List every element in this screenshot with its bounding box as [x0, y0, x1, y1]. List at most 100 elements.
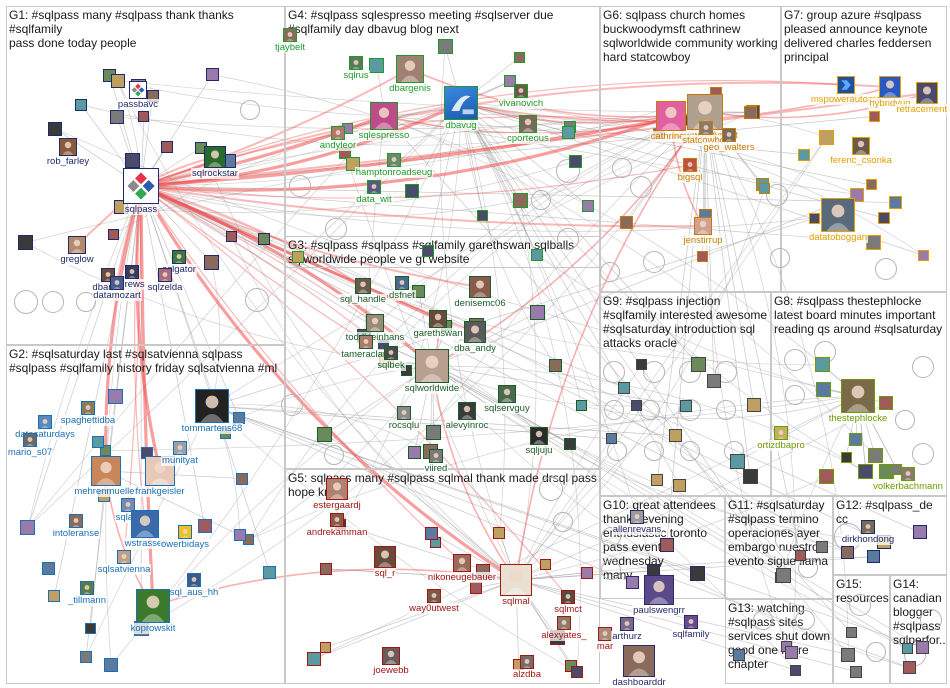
node-avatar[interactable] [161, 140, 174, 153]
node-mehrenmueller[interactable] [91, 456, 121, 486]
node-avatar[interactable] [48, 590, 61, 603]
node-avatar[interactable] [689, 565, 705, 581]
node-avatar[interactable] [841, 545, 855, 559]
node-tameraclark[interactable] [359, 335, 373, 349]
node-avatar[interactable] [669, 429, 683, 443]
node-avatar[interactable] [226, 231, 238, 243]
node-avatar[interactable] [582, 199, 595, 212]
node-avatar[interactable] [316, 426, 332, 442]
node-avatar[interactable] [605, 433, 617, 445]
node-avatar[interactable] [636, 358, 648, 370]
node-viired[interactable] [429, 449, 443, 463]
node-avatar[interactable] [92, 435, 105, 448]
node-avatar[interactable] [630, 400, 642, 412]
node-avatar[interactable] [746, 397, 761, 412]
node-sqlmct[interactable] [561, 590, 575, 604]
node-dba-andy[interactable] [464, 321, 486, 343]
node-avatar[interactable] [819, 469, 835, 485]
node-avatar[interactable] [421, 244, 434, 257]
node-avatar[interactable] [840, 452, 852, 464]
node-vivanovich[interactable] [514, 84, 528, 98]
node-sqlgator[interactable] [172, 250, 186, 264]
node-avatar[interactable] [405, 183, 420, 198]
node-sqljuju[interactable] [530, 427, 548, 445]
node-data-wit[interactable] [367, 180, 381, 194]
node-avatar[interactable] [42, 561, 56, 575]
node-avatar[interactable] [867, 550, 881, 564]
node-avatar[interactable] [626, 576, 640, 590]
node-avatar[interactable] [580, 566, 593, 579]
node-alevyinroc[interactable] [458, 402, 476, 420]
node-avatar[interactable] [576, 400, 588, 412]
node-datasaturdays[interactable] [38, 415, 52, 429]
node-avatar[interactable] [233, 529, 246, 542]
node-avatar[interactable] [903, 661, 917, 675]
node-cporteous[interactable] [519, 115, 537, 133]
node-datamozart[interactable] [110, 276, 124, 290]
node-avatar[interactable] [437, 39, 453, 55]
node-avatar[interactable] [742, 469, 758, 485]
node-ortizdbapro[interactable] [774, 426, 788, 440]
node-sqlmal[interactable] [500, 564, 532, 596]
node-statcowboy[interactable] [699, 121, 713, 135]
node-nikoneugebauer[interactable] [453, 554, 471, 572]
node-avatar[interactable] [426, 425, 442, 441]
node-avatar[interactable] [809, 212, 821, 224]
node-denisemc06[interactable] [469, 276, 491, 298]
node-sqlsatvienna[interactable] [117, 550, 131, 564]
node-jenstirrup[interactable] [694, 217, 712, 235]
node-avatar[interactable] [504, 75, 516, 88]
node-avatar[interactable] [816, 382, 832, 398]
node-avatar[interactable] [867, 448, 883, 464]
node-dbavug[interactable] [444, 86, 478, 120]
node-andrekamman[interactable] [330, 513, 344, 527]
node-avatar[interactable] [469, 581, 482, 594]
node-sqlfamily[interactable] [684, 615, 698, 629]
node-mar[interactable] [598, 627, 612, 641]
node-avatar[interactable] [424, 526, 438, 540]
node-avatar[interactable] [865, 234, 881, 250]
node-drews[interactable] [125, 265, 139, 279]
node-avatar[interactable] [48, 121, 63, 136]
node-mspowerautomate[interactable] [837, 76, 855, 94]
node-dashboarddr[interactable] [623, 645, 655, 677]
node-avatar[interactable] [540, 559, 552, 571]
node-avatar[interactable] [513, 51, 525, 63]
node-spaghettidba[interactable] [81, 401, 95, 415]
node-sqlzelda[interactable] [158, 268, 172, 282]
node-sql-aus-hh[interactable] [187, 573, 201, 587]
node-avatar[interactable] [563, 437, 576, 450]
node-avatar[interactable] [797, 148, 810, 161]
node-datatoboggan[interactable] [821, 198, 855, 232]
node-mario-s07[interactable] [23, 433, 37, 447]
node-intoleranse[interactable] [69, 514, 83, 528]
node-avatar[interactable] [794, 550, 806, 562]
node-koprowskit[interactable] [136, 589, 170, 623]
node-joewebb[interactable] [382, 647, 400, 665]
node-hamptonroadseug[interactable] [387, 153, 401, 167]
node-avatar[interactable] [912, 525, 927, 540]
node-avatar[interactable] [868, 110, 880, 122]
node-avatar[interactable] [548, 359, 562, 373]
node-avatar[interactable] [620, 215, 634, 229]
node-avatar[interactable] [263, 566, 277, 580]
node-dsfnet[interactable] [395, 276, 409, 290]
node--tillmann[interactable] [80, 581, 94, 595]
node-avatar[interactable] [531, 248, 544, 261]
node-rob-farley[interactable] [59, 138, 77, 156]
node-ferenc-csonka[interactable] [852, 137, 870, 155]
node-garethswan[interactable] [429, 310, 447, 328]
node-wstrasser[interactable] [131, 510, 159, 538]
node-avatar[interactable] [368, 57, 384, 73]
node-avatar[interactable] [17, 235, 33, 251]
node-avatar[interactable] [849, 665, 862, 678]
node-sqlbek[interactable] [384, 346, 398, 360]
node-sqlrockstar[interactable] [204, 146, 226, 168]
node-avatar[interactable] [680, 399, 692, 412]
node-avatar[interactable] [858, 464, 874, 480]
node-avatar[interactable] [659, 538, 674, 553]
node-avatar[interactable] [104, 657, 119, 672]
node-avatar[interactable] [570, 666, 583, 679]
node-geo-walters[interactable] [722, 128, 736, 142]
node-avatar[interactable] [197, 518, 212, 533]
